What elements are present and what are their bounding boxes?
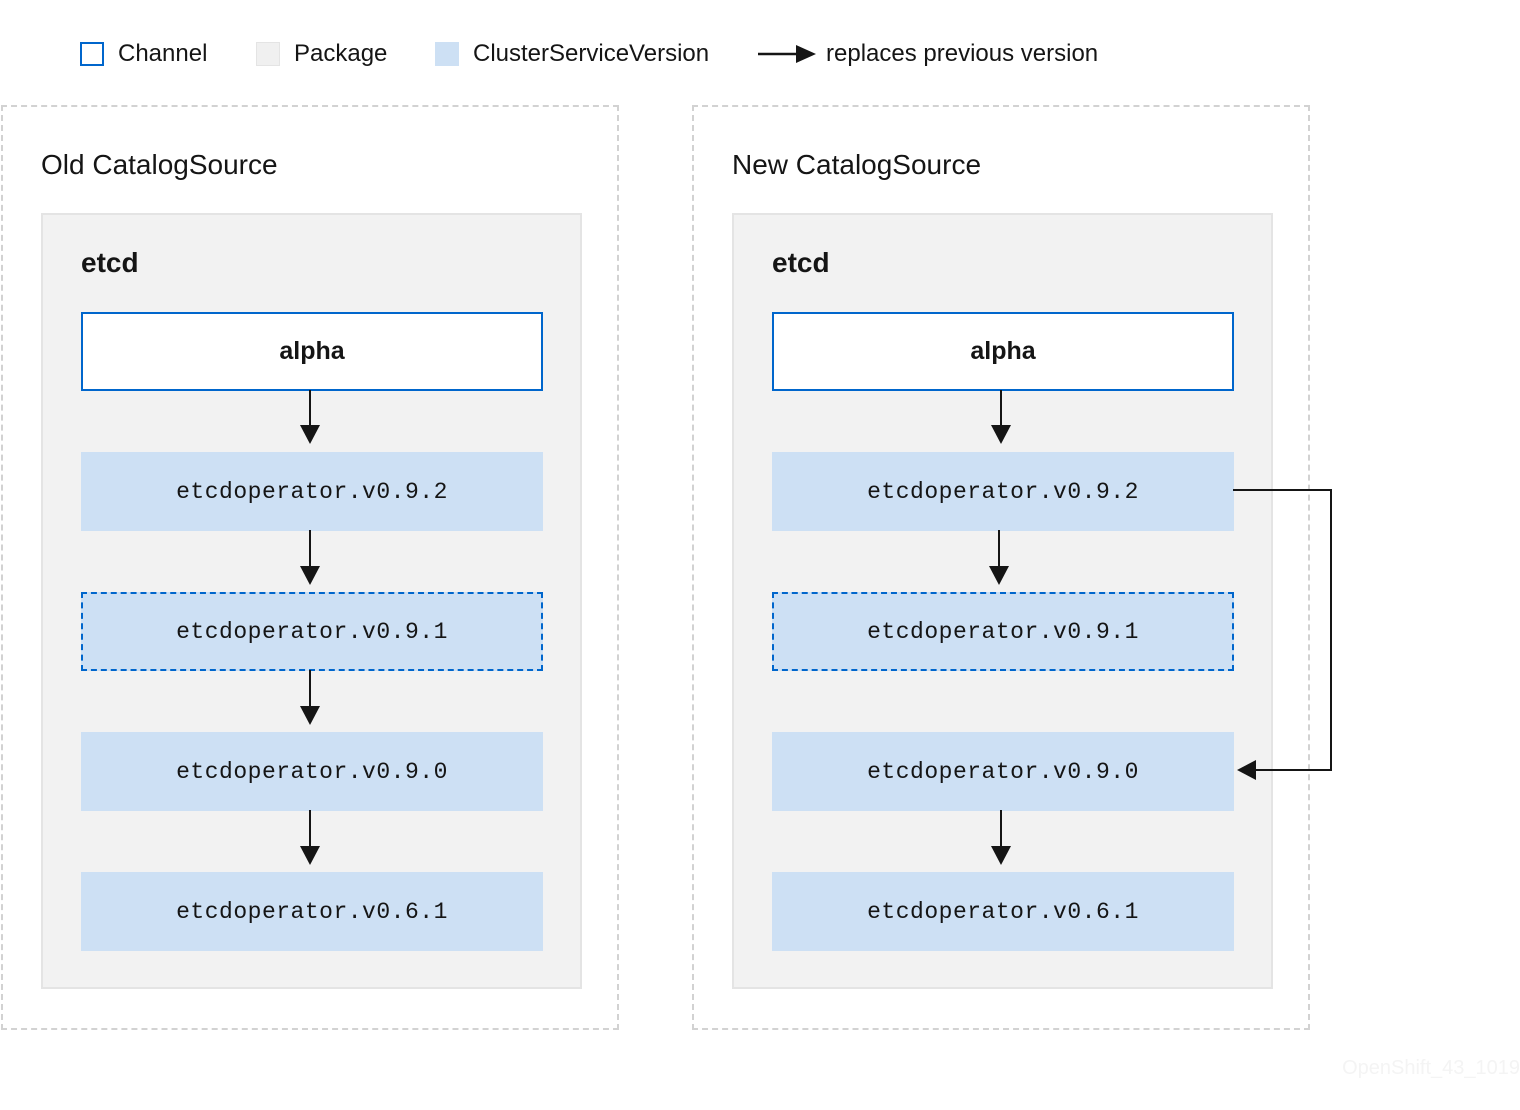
- csv-box: etcdoperator.v0.6.1: [81, 872, 543, 951]
- catalog-title: Old CatalogSource: [41, 149, 278, 180]
- legend-channel-label: Channel: [118, 40, 208, 67]
- csv-box: etcdoperator.v0.9.2: [81, 452, 543, 531]
- arrow-down-icon: [300, 810, 320, 865]
- legend-package-label: Package: [294, 40, 388, 67]
- package-name: etcd: [772, 247, 830, 278]
- legend-channel-swatch: [80, 42, 104, 66]
- watermark: OpenShift_43_1019: [1342, 1057, 1520, 1079]
- new-catalog-source: New CatalogSource etcd alpha etcdoperato…: [692, 105, 1310, 1030]
- arrow-down-icon: [300, 390, 320, 444]
- package-name: etcd: [81, 247, 139, 278]
- arrow-right-icon: [758, 45, 816, 63]
- old-arrows: [300, 390, 320, 865]
- arrow-down-icon: [991, 390, 1011, 444]
- catalog-title: New CatalogSource: [732, 149, 982, 180]
- channel-box: alpha: [772, 312, 1234, 391]
- arrow-down-icon: [989, 530, 1009, 585]
- legend-channel: Channel: [80, 38, 207, 70]
- old-catalog-source: Old CatalogSource etcd alpha etcdoperato…: [1, 105, 619, 1030]
- csv-box-dashed: etcdoperator.v0.9.1: [772, 592, 1234, 671]
- legend-replaces: replaces previous version: [758, 38, 1098, 70]
- arrow-down-icon: [991, 810, 1011, 865]
- legend-package-swatch: [256, 42, 280, 66]
- channel-box: alpha: [81, 312, 543, 391]
- legend-csv: ClusterServiceVersion: [435, 38, 709, 70]
- csv-box: etcdoperator.v0.9.2: [772, 452, 1234, 531]
- legend-replaces-label: replaces previous version: [826, 40, 1099, 67]
- package-box: etcd alpha etcdoperator.v0.9.2 etcdopera…: [732, 213, 1273, 989]
- csv-box: etcdoperator.v0.9.0: [81, 732, 543, 811]
- legend-csv-label: ClusterServiceVersion: [473, 40, 710, 67]
- legend-csv-swatch: [435, 42, 459, 66]
- package-box: etcd alpha etcdoperator.v0.9.2 etcdopera…: [41, 213, 582, 989]
- legend-package: Package: [256, 38, 387, 70]
- new-arrows: [989, 390, 1332, 865]
- csv-box-dashed: etcdoperator.v0.9.1: [81, 592, 543, 671]
- csv-box: etcdoperator.v0.6.1: [772, 872, 1234, 951]
- arrow-down-icon: [300, 530, 320, 585]
- skip-arrow: [1233, 489, 1332, 780]
- csv-box: etcdoperator.v0.9.0: [772, 732, 1234, 811]
- arrow-down-icon: [300, 670, 320, 725]
